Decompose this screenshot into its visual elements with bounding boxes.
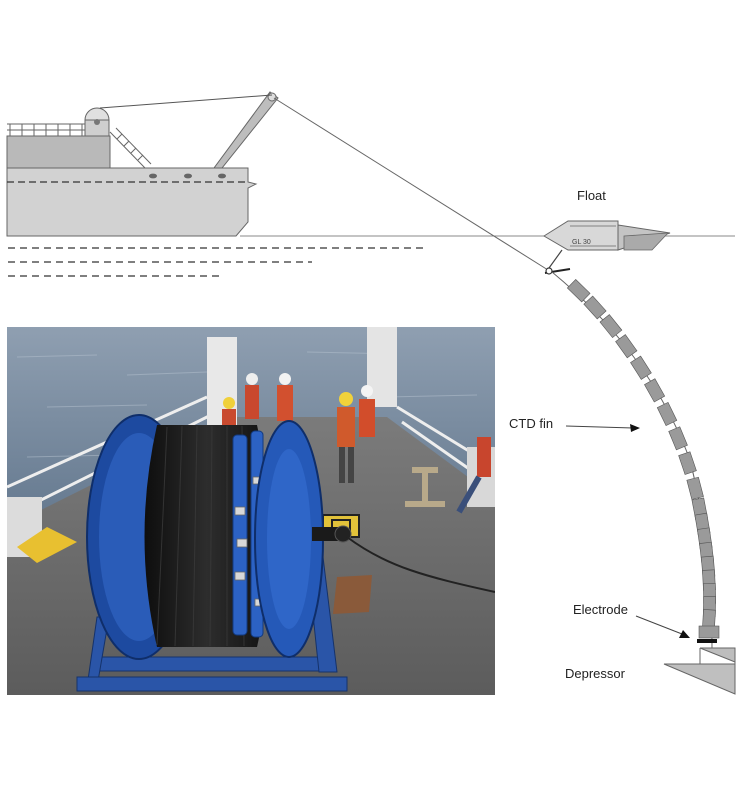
crew-members (222, 373, 491, 514)
tow-cable (273, 97, 549, 271)
label-float: Float (577, 188, 606, 203)
ctd-fin (668, 426, 688, 451)
ctd-fin (644, 378, 666, 403)
ctd-fin (615, 334, 638, 359)
array-head (544, 267, 571, 275)
ship-deckhouse (6, 135, 111, 169)
reel-frame (76, 556, 348, 692)
deck-reel-photo (7, 327, 495, 695)
ctd-fin (678, 451, 697, 475)
ctd-fin (686, 476, 704, 500)
ctd-fin (630, 355, 652, 380)
electrode (697, 639, 717, 643)
float-marking: GL 30 (572, 239, 591, 246)
depth-dashed-lines (8, 247, 428, 277)
ship-hull (6, 167, 258, 237)
ctd-fin (566, 278, 591, 303)
label-electrode: Electrode (573, 602, 628, 617)
ctd-fin (656, 401, 678, 427)
ctd-fins (566, 278, 720, 639)
depressor (663, 647, 736, 695)
label-depressor: Depressor (565, 666, 625, 681)
ship (6, 91, 279, 237)
ctd-fin (698, 625, 720, 639)
float: GL 30 (543, 220, 671, 251)
crane-arm (213, 91, 279, 169)
electrode-pointer (635, 615, 690, 638)
ctd-fin-pointer (565, 424, 640, 432)
label-ctd-fin: CTD fin (509, 416, 554, 431)
ctd-fin (583, 295, 607, 320)
ctd-fin (599, 314, 623, 339)
